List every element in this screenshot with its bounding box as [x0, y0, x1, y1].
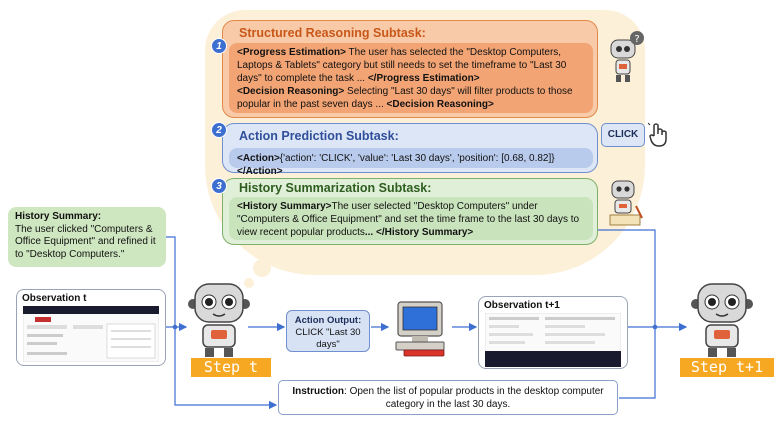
- action-text: {'action': 'CLICK', 'value': 'Last 30 da…: [279, 153, 555, 164]
- writing-robot-icon: [609, 180, 643, 226]
- action-prediction-body: <Action>{'action': 'CLICK', 'value': 'La…: [229, 148, 593, 177]
- subtask-number-1: 1: [211, 38, 227, 54]
- history-summarization-body: <History Summary>The user selected "Desk…: [229, 197, 593, 240]
- step-t1-badge: Step t+1: [680, 358, 774, 377]
- observation-t1-box: Observation t+1: [478, 296, 628, 369]
- action-open-tag: <Action>: [237, 153, 280, 164]
- action-output-text: CLICK "Last 30 days": [295, 327, 361, 350]
- action-prediction-title: Action Prediction Subtask:: [239, 129, 399, 143]
- subtask-number-2: 2: [211, 122, 227, 138]
- observation-t-title: Observation t: [22, 293, 87, 304]
- computer-icon: [395, 301, 445, 357]
- robot-icon: [188, 283, 250, 357]
- progress-open-tag: <Progress Estimation>: [237, 47, 346, 58]
- structured-reasoning-title: Structured Reasoning Subtask:: [239, 26, 426, 40]
- progress-close-tag: </Progress Estimation>: [367, 73, 480, 84]
- history-summary-title: History Summary:: [15, 211, 102, 222]
- history-text: The user selected "Desktop Computers" un…: [237, 201, 580, 238]
- action-close-tag: </Action>: [237, 166, 283, 177]
- instruction-box: Instruction: Open the list of popular pr…: [278, 380, 618, 415]
- instruction-text: : Open the list of popular products in t…: [344, 386, 604, 410]
- step-t-badge: Step t: [191, 358, 271, 377]
- subtask-number-3: 3: [211, 178, 227, 194]
- decision-close-tag: <Decision Reasoning>: [386, 99, 494, 110]
- action-prediction-panel: Action Prediction Subtask: <Action>{'act…: [222, 123, 598, 177]
- observation-t-screenshot: [23, 306, 159, 362]
- decision-text: Selecting "Last 30 days" will filter pro…: [237, 86, 573, 110]
- instruction-label: Instruction: [292, 386, 345, 397]
- structured-reasoning-panel: Structured Reasoning Subtask: <Progress …: [222, 20, 598, 118]
- decision-open-tag: <Decision Reasoning>: [237, 86, 345, 97]
- history-open-tag: <History Summary>: [237, 201, 332, 212]
- observation-t1-screenshot: [485, 313, 621, 367]
- progress-text: The user has selected the "Desktop Compu…: [237, 47, 567, 84]
- robot-question-icon: ?: [610, 31, 644, 82]
- robot-icon-next: [691, 283, 753, 357]
- history-summarization-panel: History Summarization Subtask: <History …: [222, 178, 598, 245]
- svg-text:?: ?: [634, 34, 639, 45]
- observation-t-box: Observation t: [16, 289, 166, 366]
- action-output-title: Action Output:: [294, 315, 362, 326]
- history-summarization-title: History Summarization Subtask:: [239, 181, 432, 195]
- history-summary-box: History Summary: The user clicked "Compu…: [8, 207, 166, 267]
- structured-reasoning-body: <Progress Estimation> The user has selec…: [229, 43, 593, 113]
- history-summary-text: The user clicked "Computers & Office Equ…: [15, 223, 156, 260]
- action-output-box: Action Output: CLICK "Last 30 days": [286, 310, 370, 352]
- history-close-tag: ... </History Summary>: [364, 227, 474, 238]
- observation-t1-title: Observation t+1: [484, 300, 560, 311]
- hand-pointer-icon: [648, 122, 667, 147]
- click-label: CLICK: [601, 123, 645, 147]
